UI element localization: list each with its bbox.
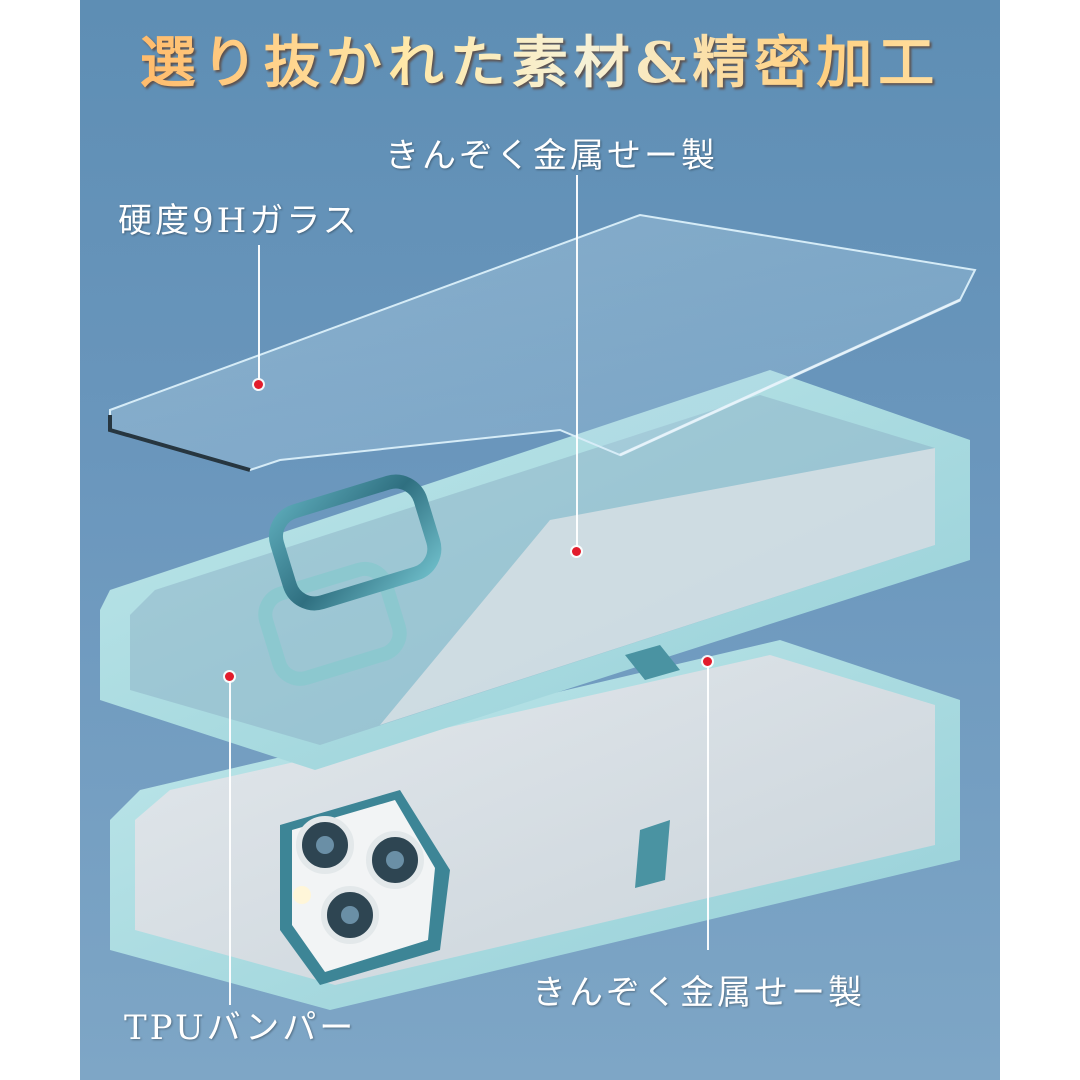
metal-camera-ring — [269, 474, 442, 611]
product-illustration: 選り抜かれた素材&精密加工 — [80, 0, 1000, 1080]
tpu-label: TPUバンパー — [124, 1008, 357, 1048]
metal-top-callout-dot — [572, 547, 581, 556]
glass-label: 硬度9Hガラス — [118, 201, 360, 241]
tpu-callout-dot — [225, 672, 234, 681]
glass-leader-line — [258, 245, 260, 385]
side-button-middle — [625, 645, 680, 680]
metal-bottom-leader-line — [707, 665, 709, 950]
glass-callout-dot — [254, 380, 263, 389]
side-button-bottom — [635, 820, 670, 888]
assembled-case — [110, 640, 960, 1010]
metal-top-leader-line — [576, 175, 578, 550]
metal-top-label: きんぞく金属せー製 — [385, 136, 718, 176]
tempered-glass-panel — [108, 213, 977, 472]
tpu-leader-line — [229, 680, 231, 1005]
page-title: 選り抜かれた素材&精密加工 — [80, 18, 1000, 99]
phone-case-exploded-view — [100, 213, 977, 1010]
metal-bottom-label: きんぞく金属せー製 — [532, 973, 865, 1013]
camera-module — [280, 790, 450, 985]
tpu-bumper-frame — [100, 370, 970, 770]
metal-bottom-callout-dot — [703, 657, 712, 666]
